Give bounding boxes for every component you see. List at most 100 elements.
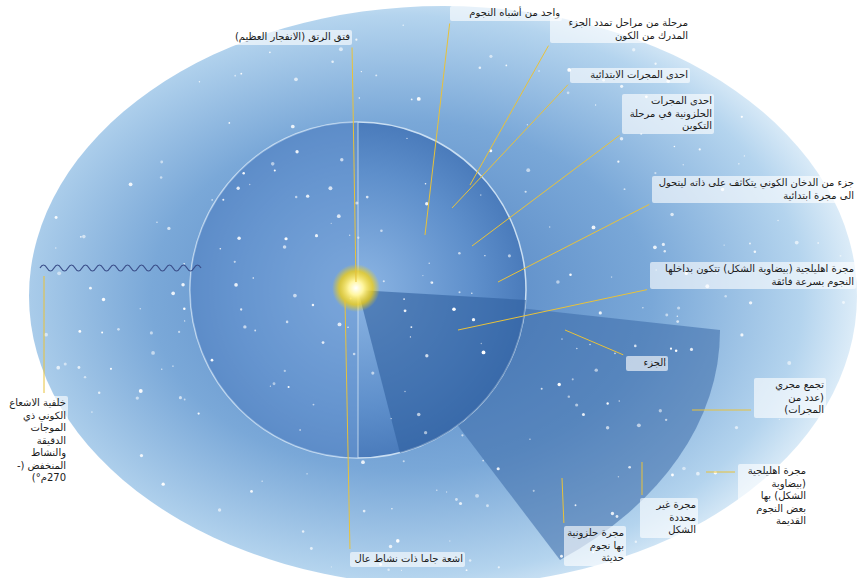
star bbox=[273, 382, 276, 385]
star bbox=[637, 423, 641, 427]
star bbox=[724, 295, 726, 297]
leader-line bbox=[345, 300, 350, 549]
star bbox=[459, 502, 462, 505]
callout-label: مجرة حلزونية بها نجوم حديثة bbox=[564, 526, 626, 566]
star bbox=[56, 366, 60, 370]
star bbox=[139, 389, 143, 393]
star bbox=[654, 172, 656, 174]
star bbox=[380, 229, 383, 232]
star bbox=[662, 243, 665, 246]
star bbox=[310, 547, 313, 550]
star bbox=[403, 298, 405, 300]
star bbox=[481, 343, 482, 344]
star bbox=[777, 220, 778, 221]
star bbox=[787, 361, 791, 365]
star bbox=[299, 429, 300, 430]
star bbox=[449, 540, 450, 541]
star bbox=[740, 333, 743, 336]
star bbox=[228, 122, 230, 124]
star bbox=[616, 515, 619, 518]
star bbox=[306, 194, 309, 197]
star bbox=[339, 47, 343, 51]
star bbox=[541, 388, 543, 390]
callout-label: احدى المجرات الابتدائية bbox=[570, 68, 690, 83]
leader-line bbox=[706, 472, 735, 473]
star bbox=[569, 273, 572, 276]
star bbox=[558, 383, 561, 386]
star bbox=[312, 304, 315, 307]
star bbox=[422, 275, 423, 276]
star bbox=[283, 245, 287, 249]
star bbox=[461, 434, 463, 436]
star bbox=[480, 194, 482, 196]
star bbox=[458, 291, 460, 293]
star bbox=[484, 255, 485, 256]
star bbox=[160, 161, 163, 164]
star bbox=[167, 227, 170, 230]
star bbox=[401, 570, 402, 571]
callout-label: اشعة جاما ذات نشاط عال bbox=[350, 552, 465, 567]
leader-line bbox=[470, 46, 549, 185]
star bbox=[355, 201, 358, 204]
star bbox=[269, 51, 271, 53]
star bbox=[406, 138, 407, 139]
star bbox=[242, 172, 244, 174]
star bbox=[526, 168, 530, 172]
star bbox=[482, 351, 486, 355]
star bbox=[595, 104, 596, 105]
star bbox=[525, 191, 527, 193]
star bbox=[723, 244, 724, 245]
leader-line bbox=[498, 204, 649, 282]
star bbox=[738, 163, 740, 165]
star bbox=[572, 378, 574, 380]
star bbox=[508, 254, 511, 257]
star bbox=[561, 338, 563, 340]
star bbox=[291, 125, 295, 129]
star bbox=[78, 366, 81, 369]
star bbox=[284, 237, 287, 240]
star bbox=[161, 369, 162, 370]
star bbox=[665, 419, 667, 421]
star bbox=[529, 439, 530, 440]
star bbox=[331, 566, 332, 567]
star bbox=[371, 372, 374, 375]
star bbox=[653, 245, 657, 249]
star bbox=[240, 73, 242, 75]
star bbox=[361, 71, 362, 72]
star bbox=[219, 248, 221, 250]
star bbox=[237, 237, 240, 240]
star bbox=[322, 341, 325, 344]
star bbox=[424, 431, 427, 434]
star bbox=[84, 376, 86, 378]
star bbox=[129, 182, 133, 186]
star bbox=[78, 330, 81, 333]
star bbox=[582, 413, 585, 416]
star bbox=[556, 280, 560, 284]
star bbox=[184, 399, 186, 401]
star bbox=[295, 196, 297, 198]
star bbox=[240, 308, 242, 310]
star bbox=[199, 81, 200, 82]
star bbox=[211, 199, 212, 200]
star bbox=[754, 250, 757, 253]
star bbox=[171, 292, 175, 296]
star bbox=[302, 530, 304, 532]
star bbox=[632, 48, 635, 51]
star bbox=[589, 344, 590, 345]
callout-label: احدى المجرات الحلزونية في مرحلة التكوين bbox=[622, 94, 714, 134]
star bbox=[664, 250, 666, 252]
star bbox=[211, 359, 214, 362]
star bbox=[634, 345, 637, 348]
star bbox=[674, 146, 676, 148]
star bbox=[403, 460, 405, 462]
star bbox=[425, 183, 427, 185]
star bbox=[234, 261, 236, 263]
star bbox=[436, 489, 437, 490]
star bbox=[611, 276, 613, 278]
star bbox=[671, 474, 674, 477]
star bbox=[222, 199, 224, 201]
star bbox=[417, 413, 421, 417]
leader-line bbox=[458, 290, 647, 330]
